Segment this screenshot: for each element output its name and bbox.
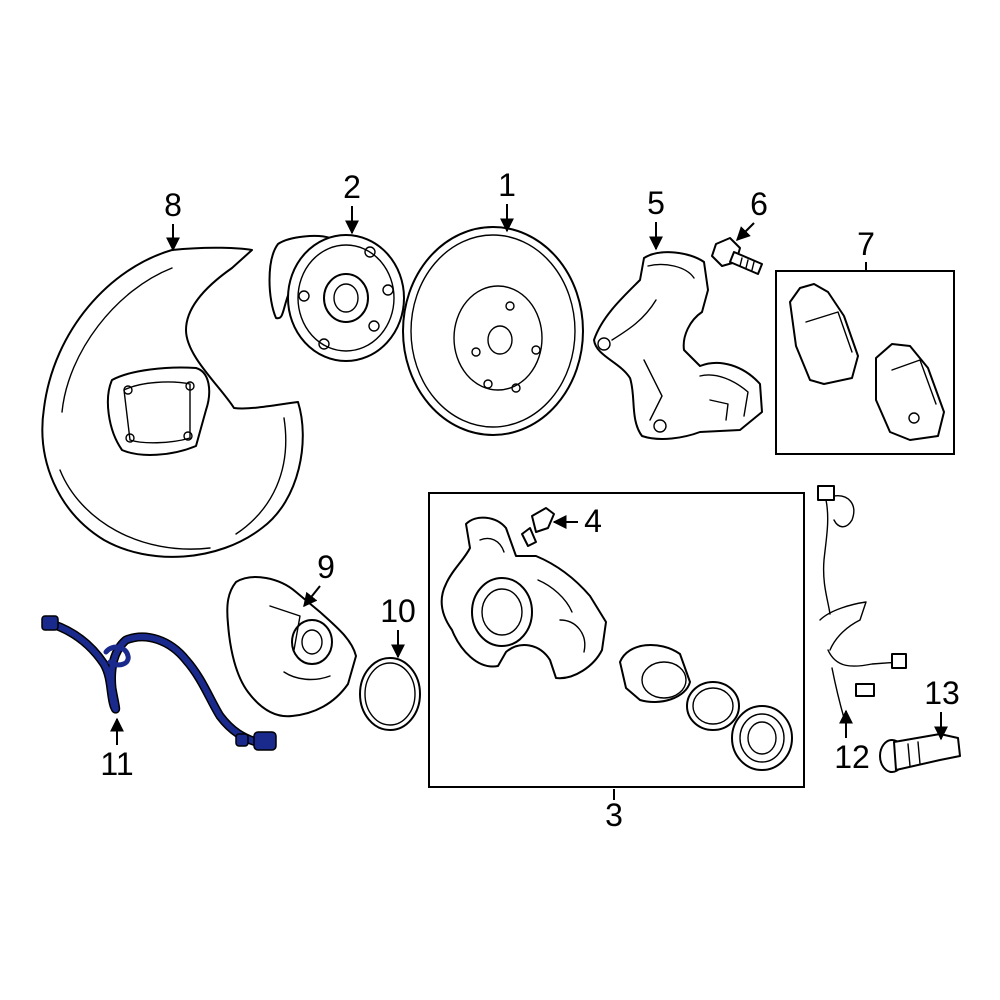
callout-13: 13 [924,675,960,711]
callout-8: 8 [164,187,182,223]
callout-7: 7 [857,226,875,262]
brake-hose-line [49,621,259,745]
callout-11: 11 [100,746,133,782]
callout-4: 4 [584,503,602,539]
brake-pads-part[interactable] [789,283,945,441]
brake-rotor-part[interactable] [402,226,584,436]
callout-1: 1 [498,167,516,203]
leader-9 [303,585,321,608]
caliper-bolt-part[interactable] [711,237,763,275]
parking-brake-motor-part[interactable] [226,576,357,718]
callout-12: 12 [834,739,870,775]
wheel-speed-sensor-part[interactable] [879,733,961,773]
hose-fitting-left [41,615,59,631]
speed-sensor-harness-part[interactable] [817,485,907,719]
bleeder-screw-part[interactable] [521,507,555,547]
callout-2: 2 [343,169,361,205]
dust-shield-part[interactable] [41,246,304,558]
leader-6 [736,222,755,241]
callout-6: 6 [750,186,768,222]
piston-seal-part[interactable] [686,681,740,731]
callout-3: 3 [605,797,623,833]
caliper-assembly-box [428,492,805,788]
brake-hose-part[interactable] [41,615,277,751]
callout-5: 5 [647,185,665,221]
caliper-bracket-part[interactable] [593,251,763,440]
brake-hose-loop [103,644,131,668]
hose-fitting-right [253,731,277,751]
callout-9: 9 [317,549,335,585]
o-ring-part[interactable] [359,657,421,731]
caliper-piston-part[interactable] [619,643,691,703]
caliper-body-part[interactable] [440,516,607,680]
callout-10: 10 [380,593,416,629]
hub-bearing-part[interactable] [268,234,405,362]
piston-boot-part[interactable] [731,705,793,771]
hose-fitting-mid [235,733,249,747]
